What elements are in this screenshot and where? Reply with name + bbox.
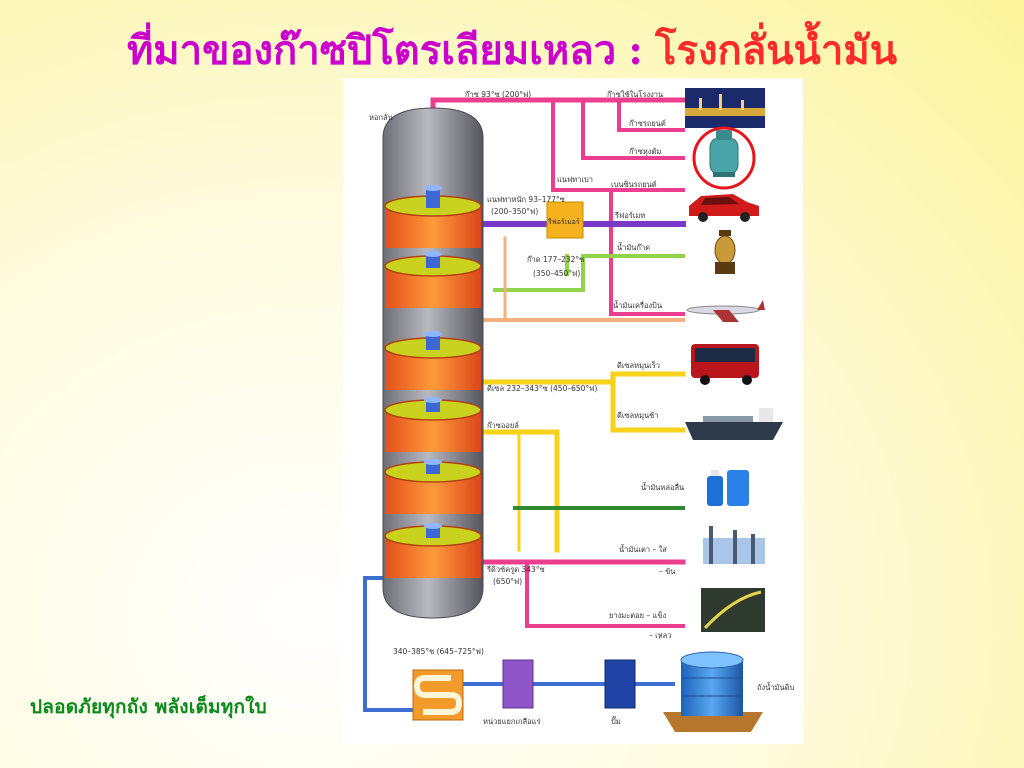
factory-night-icon: [685, 88, 765, 128]
product-jet-fuel: น้ำมันเครื่องบิน: [613, 300, 662, 310]
product-reformate: รีฟอร์เมท: [614, 211, 645, 220]
product-low-speed-diesel: ดีเซลหมุนช้า: [617, 411, 659, 420]
product-fuel-oil-2: – ข้น: [659, 567, 675, 576]
title-sub: โรงกลั่นน้ำมัน: [654, 27, 898, 74]
product-cooking-gas: ก๊าซหุงต้ม: [629, 147, 661, 156]
residue-f-label: (650°ฟ): [493, 577, 522, 586]
reformer-label: รีฟอร์เมอร์: [548, 218, 580, 226]
car-icon: [689, 194, 759, 222]
ship-icon: [685, 408, 783, 440]
kerosene-label: ก๊าด 177–232°ซ: [527, 255, 584, 264]
product-kerosene-oil: น้ำมันก๊าด: [617, 242, 650, 252]
kerosene-f-label: (350–450°ฟ): [533, 269, 580, 278]
heavy-naphtha-f-label: (200–350°ฟ): [491, 207, 538, 216]
product-high-speed-diesel: ดีเซลหมุนเร็ว: [617, 360, 660, 370]
tower-label: หอกลั่น: [369, 112, 393, 122]
refinery-diagram-svg: หอกลั่น ก๊าซ 93°ซ (200°ฟ) ก๊าซใช้ในโรงงา…: [363, 88, 794, 732]
diesel-fraction-label: ดีเซล 232–343°ซ (450–650°ฟ): [487, 384, 598, 393]
highlight-circle: [692, 126, 756, 190]
furnace-icon: [412, 669, 464, 721]
desalter-unit: [502, 659, 534, 709]
lantern-icon: [714, 230, 736, 274]
product-asphalt: ยางมะตอย – แข็ง: [609, 610, 666, 620]
gas-cylinder-icon: [709, 130, 739, 177]
title-separator: :: [628, 27, 643, 74]
product-lube-oil: น้ำมันหล่อลื่น: [641, 482, 684, 492]
crude-tank-label: ถังน้ำมันดิบ: [757, 682, 794, 692]
page-title: ที่มาของก๊าซปิโตรเลียมเหลว:โรงกลั่นน้ำมั…: [0, 18, 1024, 82]
road-icon: [701, 588, 765, 632]
residue-label: รีดิวซ์ครูด 343°ซ: [486, 565, 545, 574]
reformer: [546, 201, 584, 239]
distillation-tower: [382, 107, 484, 619]
pump-label: ปั๊ม: [611, 716, 621, 726]
gas-fraction-label: ก๊าซ 93°ซ (200°ฟ): [465, 90, 531, 99]
product-auto-gas: ก๊าซรถยนต์: [629, 119, 666, 128]
product-fuel-oil: น้ำมันเตา – ใส: [619, 544, 667, 554]
airplane-icon: [686, 300, 765, 322]
product-gasoline: เบนซินรถยนต์: [611, 180, 657, 189]
product-refinery-gas: ก๊าซใช้ในโรงงาน: [607, 90, 663, 99]
slogan: ปลอดภัยทุกถัง พลังเต็มทุกใบ: [30, 696, 267, 718]
furnace-label: 340–385°ซ (645–725°ฟ): [393, 647, 484, 656]
pump-unit: [604, 659, 636, 709]
title-main: ที่มาของก๊าซปิโตรเลียมเหลว: [126, 27, 617, 74]
light-naphtha-label: แนฟทาเบา: [557, 175, 593, 184]
bus-icon: [691, 344, 759, 385]
heavy-naphtha-label: แนฟทาหนัก 93–177°ซ: [487, 195, 565, 204]
product-asphalt-2: – เหลว: [649, 631, 671, 640]
tower-trays: [384, 185, 482, 578]
gas-oil-label: ก๊าซออยล์: [487, 421, 519, 430]
crude-oil-tank-icon: [663, 651, 763, 732]
industrial-plant-icon: [703, 526, 765, 564]
separator-unit-label: หน่วยแยกเกลือแร่: [483, 717, 541, 726]
oil-bottle-icon: [707, 470, 749, 506]
diagram-labels: หอกลั่น ก๊าซ 93°ซ (200°ฟ) ก๊าซใช้ในโรงงา…: [369, 90, 794, 726]
refinery-diagram: หอกลั่น ก๊าซ 93°ซ (200°ฟ) ก๊าซใช้ในโรงงา…: [343, 78, 803, 744]
